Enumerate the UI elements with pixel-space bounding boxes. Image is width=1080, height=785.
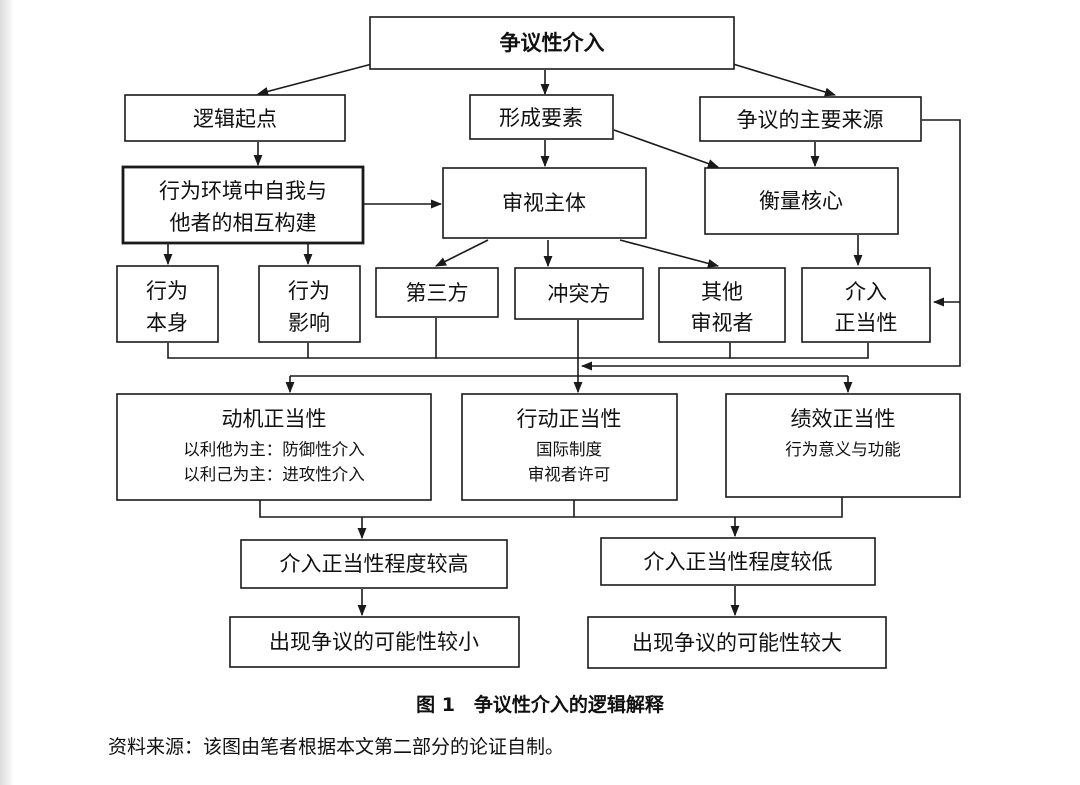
node-intervention-legitimacy-line2: 正当性 [835, 311, 898, 335]
bottom-collector [259, 497, 843, 518]
node-third-party-label: 第三方 [406, 281, 469, 305]
node-root-label: 争议性介入 [500, 31, 605, 55]
node-high-legitimacy-label: 介入正当性程度较高 [280, 552, 469, 576]
node-review-subject: 审视主体 [442, 167, 647, 239]
arrow-sources-merge [580, 302, 961, 371]
arrow-formation-measure [613, 129, 720, 168]
node-low-legitimacy-label: 介入正当性程度较低 [644, 550, 833, 574]
node-large-dispute-label: 出现争议的可能性较大 [632, 631, 842, 655]
node-behavior-itself-line2: 本身 [146, 311, 188, 335]
node-mutual-construction-line1: 行为环境中自我与 [159, 179, 327, 203]
node-intervention-legitimacy-line1: 介入 [845, 280, 887, 304]
node-motive-line2: 以利己为主：进攻性介入 [183, 465, 365, 484]
node-intervention-legitimacy: 介入 正当性 [801, 267, 931, 343]
node-other-reviewers: 其他 审视者 [658, 267, 786, 343]
node-action-legitimacy: 行动正当性 国际制度 审视者许可 [461, 393, 678, 501]
node-measure-core: 衡量核心 [704, 167, 899, 235]
page-edge-shadow [0, 0, 14, 785]
node-motive-legitimacy: 动机正当性 以利他为主：防御性介入 以利己为主：进攻性介入 [116, 393, 432, 501]
node-behavior-itself: 行为 本身 [116, 265, 219, 343]
node-action-line1: 国际制度 [536, 440, 602, 459]
collector-left [167, 318, 437, 359]
node-third-party: 第三方 [375, 267, 499, 318]
node-small-dispute: 出现争议的可能性较小 [229, 616, 520, 668]
node-behavior-effect-line1: 行为 [288, 279, 330, 303]
arrow-root-logic [256, 63, 373, 96]
node-action-title: 行动正当性 [517, 407, 622, 431]
arrow-review-other [619, 239, 720, 268]
figure-caption: 图 1 争议性介入的逻辑解释 [416, 693, 665, 716]
node-behavior-effect: 行为 影响 [258, 265, 361, 343]
arrow-review-third [434, 239, 489, 267]
node-small-dispute-label: 出现争议的可能性较小 [269, 630, 479, 654]
node-mutual-construction-line2: 他者的相互构建 [170, 211, 317, 235]
sources-side-line [922, 119, 961, 302]
node-formation-elements: 形成要素 [469, 94, 614, 140]
node-performance-title: 绩效正当性 [791, 407, 896, 431]
collector-right [729, 343, 869, 359]
connectors [163, 63, 961, 617]
node-root: 争议性介入 [369, 16, 735, 70]
node-motive-title: 动机正当性 [222, 407, 327, 431]
node-behavior-effect-line2: 影响 [288, 311, 330, 335]
node-action-line2: 审视者许可 [528, 465, 611, 484]
node-review-subject-label: 审视主体 [502, 191, 586, 215]
node-behavior-itself-line1: 行为 [146, 279, 188, 303]
node-conflict-party: 冲突方 [514, 267, 644, 320]
node-mutual-construction: 行为环境中自我与 他者的相互构建 [121, 165, 365, 245]
node-other-reviewers-line1: 其他 [701, 280, 743, 304]
node-main-sources-label: 争议的主要来源 [737, 108, 884, 132]
node-measure-core-label: 衡量核心 [759, 189, 843, 213]
node-logic-start-label: 逻辑起点 [193, 107, 277, 131]
node-low-legitimacy: 介入正当性程度较低 [600, 537, 876, 586]
node-performance-legitimacy: 绩效正当性 行为意义与功能 [725, 393, 961, 498]
node-main-sources: 争议的主要来源 [699, 96, 922, 142]
node-logic-start: 逻辑起点 [124, 94, 346, 142]
node-performance-line1: 行为意义与功能 [785, 440, 901, 459]
node-large-dispute: 出现争议的可能性较大 [587, 616, 887, 669]
node-other-reviewers-line2: 审视者 [691, 311, 754, 335]
node-high-legitimacy: 介入正当性程度较高 [240, 539, 508, 589]
source-note: 资料来源：该图由笔者根据本文第二部分的论证自制。 [108, 736, 564, 758]
node-motive-line1: 以利他为主：防御性介入 [183, 440, 365, 459]
node-conflict-party-label: 冲突方 [548, 282, 611, 306]
arrow-root-sources [732, 63, 837, 97]
node-formation-elements-label: 形成要素 [499, 106, 583, 130]
